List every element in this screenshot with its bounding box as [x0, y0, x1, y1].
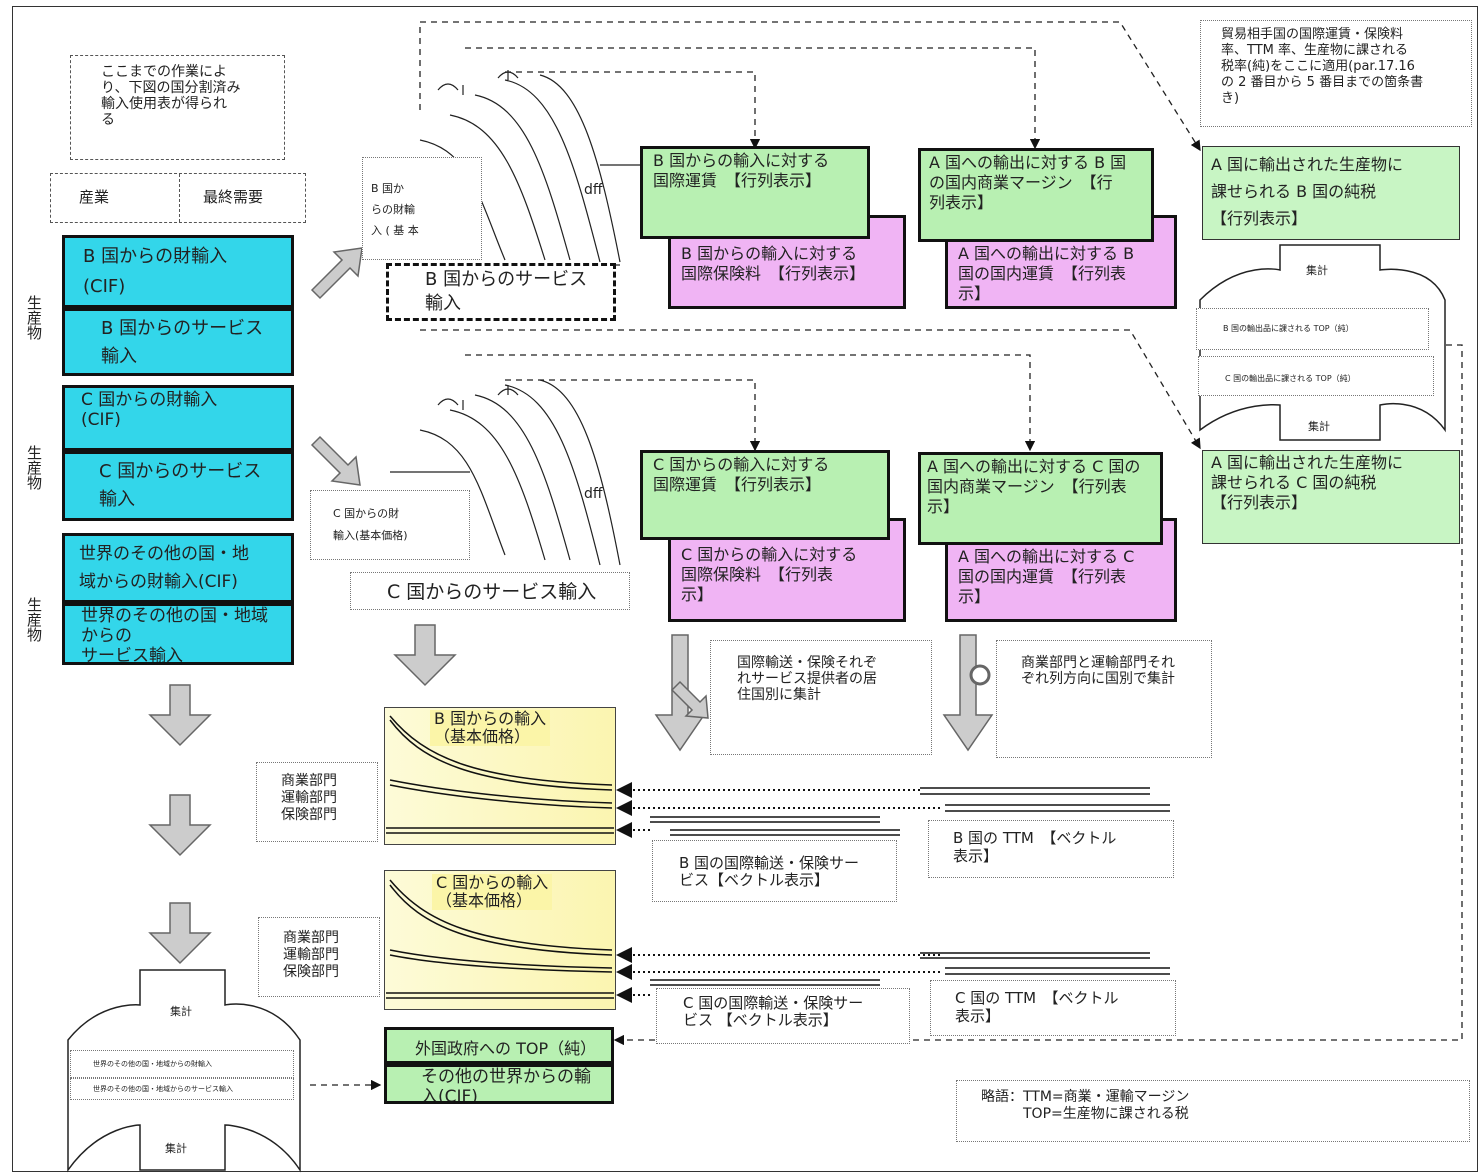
- c-goods-import: C 国からの財輸入 (CIF): [62, 385, 294, 451]
- final-demand-header: 最終需要: [203, 186, 263, 207]
- b-services-import-sheet-text: B 国からのサービス 輸入: [425, 268, 587, 316]
- c-sectors-text: 商業部門 運輸部門 保険部門: [283, 930, 339, 981]
- c-net-tax-text: A 国に輸出された生産物に 課せられる C 国の純税 【行列表示】: [1211, 453, 1403, 513]
- c-dff-label: dff: [584, 486, 603, 502]
- foreign-top-text: 外国政府への TOP（純）: [415, 1035, 596, 1059]
- connector-circle-icon: [971, 666, 989, 684]
- c-services-import-sheet: C 国からのサービス輸入: [350, 572, 630, 610]
- c-services-import: C 国からのサービス 輸入: [62, 451, 294, 521]
- world-services-small-text: 世界のその他の国・地域からのサービス輸入: [93, 1084, 233, 1094]
- b-goods-basic-text: B 国か らの財輸 入 ( 基 本: [371, 178, 419, 241]
- c-goods-basic-text: C 国からの財 輸入(基本価格): [333, 503, 408, 547]
- world-services-import: 世界のその他の国・地域 からの サービス輸入: [62, 603, 294, 665]
- rest-world-cif-box: その他の世界からの輸 入(CIF): [384, 1064, 614, 1104]
- b-sectors-box: 商業部門 運輸部門 保険部門: [256, 762, 378, 842]
- b-margin-text: A 国への輸出に対する B 国 の国内商業マージン 【行 列表示】: [929, 153, 1126, 213]
- c-sectors-box: 商業部門 運輸部門 保険部門: [258, 917, 380, 997]
- c-services-import-sheet-text: C 国からのサービス輸入: [387, 577, 596, 604]
- c-top-export: C 国の輸出品に課される TOP（純）: [1198, 356, 1434, 396]
- c-intl-service-text: C 国の国際輸送・保険サー ビス 【ベクトル表示】: [683, 995, 863, 1029]
- resident-note: 国際輸送・保険それぞ れサービス提供者の居 住国別に集計: [710, 640, 932, 755]
- b-top-export: B 国の輸出品に課される TOP（純）: [1196, 308, 1429, 350]
- c-services-import-text: C 国からのサービス 輸入: [99, 458, 261, 514]
- c-freight-text: C 国からの輸入に対する 国際運賃 【行列表示】: [653, 455, 829, 495]
- b-goods-import: B 国からの財輸入 (CIF): [62, 235, 294, 308]
- b-freight-text: B 国からの輸入に対する 国際運賃 【行列表示】: [653, 151, 829, 191]
- intro-note: ここまでの作業によ り、下図の国分割済み 輸入使用表が得られ る: [70, 55, 285, 160]
- header-divider: [179, 174, 181, 222]
- b-goods-basic-sheet: B 国か らの財輸 入 ( 基 本: [362, 157, 482, 260]
- b-insurance-text: B 国からの輸入に対する 国際保険料 【行列表示】: [681, 244, 865, 284]
- world-goods-import: 世界のその他の国・地 域からの財輸入(CIF): [62, 533, 294, 603]
- aggregate-label-right-top: 集計: [1306, 262, 1328, 278]
- product-label-world: 生産物: [24, 597, 45, 642]
- b-services-import-text: B 国からのサービス 輸入: [101, 315, 263, 371]
- c-net-tax-box: A 国に輸出された生産物に 課せられる C 国の純税 【行列表示】: [1202, 450, 1460, 544]
- b-intl-service-text: B 国の国際輸送・保険サー ビス【ベクトル表示】: [679, 855, 859, 889]
- product-label-c: 生産物: [24, 445, 45, 490]
- world-services-import-text: 世界のその他の国・地域 からの サービス輸入: [81, 606, 268, 665]
- b-services-import-sheet: B 国からのサービス 輸入: [386, 263, 616, 321]
- world-services-small: 世界のその他の国・地域からのサービス輸入: [70, 1078, 294, 1100]
- b-import-basic-text: B 国からの輸入 （基本価格）: [430, 710, 550, 746]
- b-sectors-text: 商業部門 運輸部門 保険部門: [281, 773, 337, 824]
- world-goods-import-text: 世界のその他の国・地 域からの財輸入(CIF): [79, 540, 249, 596]
- b-dff-label: dff: [584, 182, 603, 198]
- b-intl-service-box: B 国の国際輸送・保険サー ビス【ベクトル表示】: [652, 840, 897, 902]
- b-transport-text: A 国への輸出に対する B 国の国内運賃 【行列表 示】: [958, 244, 1134, 304]
- b-top-export-text: B 国の輸出品に課される TOP（純）: [1223, 323, 1354, 334]
- b-services-import: B 国からのサービス 輸入: [62, 308, 294, 376]
- resident-note-text: 国際輸送・保険それぞ れサービス提供者の居 住国別に集計: [737, 655, 877, 703]
- industry-header: 産業: [79, 186, 109, 207]
- world-goods-small: 世界のその他の国・地域からの財輸入: [70, 1050, 294, 1078]
- b-freight-box: B 国からの輸入に対する 国際運賃 【行列表示】: [640, 146, 870, 239]
- c-import-basic-text: C 国からの輸入 （基本価格）: [432, 874, 552, 910]
- b-ttm-text: B 国の TTM 【ベクトル 表示】: [953, 829, 1116, 865]
- foreign-top-box: 外国政府への TOP（純）: [384, 1027, 614, 1064]
- c-margin-box: A 国への輸出に対する C 国の 国内商業マージン 【行列表 示】: [918, 452, 1163, 545]
- c-transport-text: A 国への輸出に対する C 国の国内運賃 【行列表 示】: [958, 547, 1134, 607]
- c-insurance-text: C 国からの輸入に対する 国際保険料 【行列表 示】: [681, 545, 857, 605]
- table-header: 産業 最終需要: [50, 173, 306, 223]
- world-goods-small-text: 世界のその他の国・地域からの財輸入: [93, 1059, 212, 1069]
- sector-note: 商業部門と運輸部門それ ぞれ列方向に国別で集計: [996, 640, 1212, 758]
- c-margin-text: A 国への輸出に対する C 国の 国内商業マージン 【行列表 示】: [927, 457, 1140, 517]
- c-intl-service-box: C 国の国際輸送・保険サー ビス 【ベクトル表示】: [656, 988, 910, 1044]
- b-margin-box: A 国への輸出に対する B 国 の国内商業マージン 【行 列表示】: [918, 148, 1154, 242]
- c-goods-import-text: C 国からの財輸入 (CIF): [81, 390, 217, 430]
- intro-note-text: ここまでの作業によ り、下図の国分割済み 輸入使用表が得られ る: [101, 64, 240, 128]
- abbreviation-note: 略語：TTM=商業・運輸マージン TOP=生産物に課される税: [956, 1080, 1470, 1142]
- b-net-tax-text: A 国に輸出された生産物に 課せられる B 国の純税 【行列表示】: [1211, 151, 1403, 232]
- c-top-export-text: C 国の輸出品に課される TOP（純）: [1225, 373, 1356, 384]
- aggregate-label-left-bottom: 集計: [165, 1140, 187, 1156]
- product-label-b: 生産物: [24, 295, 45, 340]
- sector-note-text: 商業部門と運輸部門それ ぞれ列方向に国別で集計: [1021, 655, 1175, 687]
- rates-note-text: 貿易相手国の国際運賃・保険料 率、TTM 率、生産物に課される 税率(純)をここ…: [1221, 27, 1423, 107]
- c-goods-basic-sheet: C 国からの財 輸入(基本価格): [310, 490, 470, 560]
- rates-note: 貿易相手国の国際運賃・保険料 率、TTM 率、生産物に課される 税率(純)をここ…: [1200, 20, 1472, 127]
- yellow-curves: [386, 716, 614, 998]
- c-ttm-box: C 国の TTM 【ベクトル 表示】: [930, 980, 1176, 1036]
- rest-world-cif-text: その他の世界からの輸 入(CIF): [421, 1067, 591, 1104]
- b-goods-import-text: B 国からの財輸入 (CIF): [83, 242, 227, 302]
- b-net-tax-box: A 国に輸出された生産物に 課せられる B 国の純税 【行列表示】: [1202, 146, 1460, 240]
- abbreviation-text: 略語：TTM=商業・運輸マージン TOP=生産物に課される税: [981, 1089, 1189, 1123]
- c-ttm-text: C 国の TTM 【ベクトル 表示】: [955, 989, 1119, 1025]
- aggregate-label-right-bottom: 集計: [1308, 418, 1330, 434]
- c-freight-box: C 国からの輸入に対する 国際運賃 【行列表示】: [640, 450, 890, 540]
- aggregate-label-left-top: 集計: [170, 1003, 192, 1019]
- b-ttm-box: B 国の TTM 【ベクトル 表示】: [928, 820, 1174, 878]
